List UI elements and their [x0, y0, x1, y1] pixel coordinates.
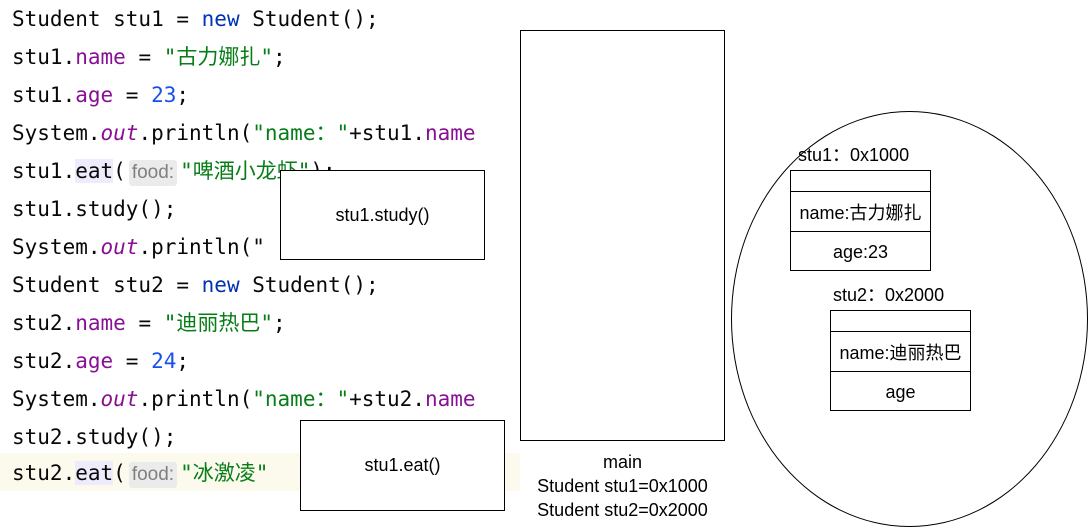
code-line-8: Student stu2 = new Student(); — [12, 273, 379, 297]
object1-name: name:古力娜扎 — [791, 191, 930, 232]
parameter-hint: food: — [128, 462, 178, 488]
stack-frame-study: stu1.study() — [280, 170, 485, 260]
object2: name:迪丽热巴 age — [830, 310, 971, 411]
object2-name: name:迪丽热巴 — [831, 331, 970, 372]
code-editor: Student stu1 = new Student(); stu1.name … — [0, 0, 540, 531]
main-frame-title: main — [602, 451, 642, 472]
eat-frame-label: stu1.eat() — [364, 455, 441, 475]
main-var-stu2: Student stu2=0x2000 — [537, 499, 708, 520]
main-frame: main Student stu1=0x1000 Student stu2=0x… — [520, 440, 725, 530]
code-line-12: stu2.study(); — [12, 425, 177, 449]
parameter-hint: food: — [128, 160, 178, 186]
code-line-10: stu2.age = 24; — [12, 349, 190, 373]
object1: name:古力娜扎 age:23 — [790, 170, 931, 271]
code-line-11: System.out.println("name："+stu2.name — [12, 387, 476, 411]
object1-label: stu1：0x1000 — [798, 145, 910, 165]
code-line-9: stu2.name = "迪丽热巴"; — [12, 311, 286, 335]
object2-age: age — [831, 371, 970, 412]
stack-area: main Student stu1=0x1000 Student stu2=0x… — [520, 30, 725, 530]
object1-age: age:23 — [791, 231, 930, 272]
code-line-1: Student stu1 = new Student(); — [12, 7, 379, 31]
code-line-2: stu1.name = "古力娜扎"; — [12, 45, 286, 69]
object2-label: stu2：0x2000 — [833, 285, 945, 305]
code-line-13: stu2.eat(food:"冰激凌" — [12, 454, 268, 492]
stack-frame-eat: stu1.eat() — [300, 420, 505, 511]
code-line-6: stu1.study(); — [12, 197, 177, 221]
code-line-3: stu1.age = 23; — [12, 83, 190, 107]
main-var-stu1: Student stu1=0x1000 — [537, 475, 708, 496]
code-line-4: System.out.println("name："+stu1.name — [12, 121, 476, 145]
study-frame-label: stu1.study() — [335, 204, 430, 225]
